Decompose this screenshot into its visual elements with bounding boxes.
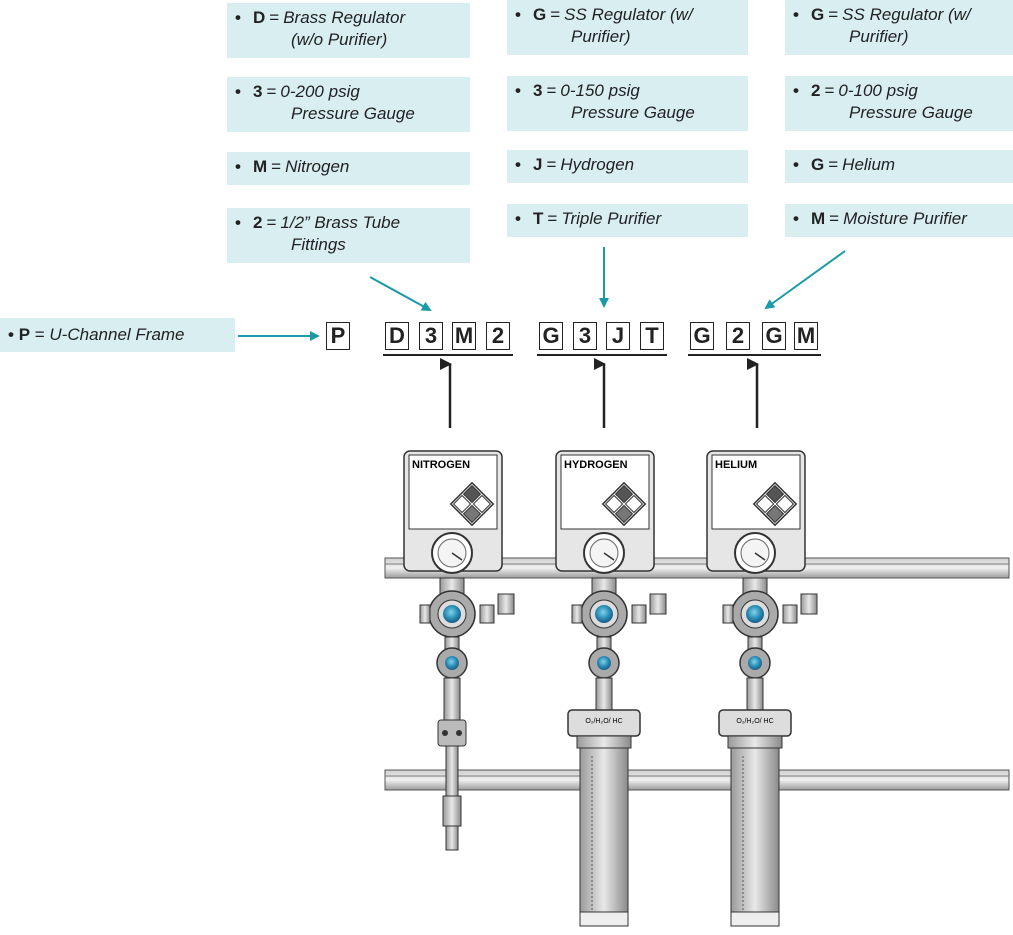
option-code: G — [533, 5, 547, 24]
option-gauge-hydrogen: •3=0-150 psig Pressure Gauge — [507, 76, 748, 131]
option-text: 0-150 psig — [560, 81, 640, 100]
code-underline-hydrogen — [537, 354, 667, 356]
panel-label-nitrogen: NITROGEN — [412, 459, 470, 471]
purifier-label-helium: O₂/H₂O/ HC — [736, 718, 773, 725]
panel-nitrogen: NITROGEN — [403, 450, 515, 851]
code-box-n4: 2 — [486, 322, 510, 350]
option-text: 0-100 psig — [838, 81, 918, 100]
option-text: 0-200 psig — [280, 82, 360, 101]
option-fittings-nitrogen: •2=1/2” Brass Tube Fittings — [227, 208, 470, 263]
panel-hydrogen: HYDROGEN O₂/H₂O/ HC — [555, 450, 667, 927]
option-text-line2: Purifier) — [849, 27, 909, 46]
code-box-h2: 3 — [573, 322, 597, 350]
panel-helium: HELIUM O₂/H₂O/ HC — [706, 450, 818, 927]
code-box-n1: D — [385, 322, 409, 350]
code-box-he1: G — [690, 322, 714, 350]
code-box-h3: J — [606, 322, 630, 350]
option-code: M — [253, 157, 268, 176]
arrow-helium — [764, 250, 846, 310]
option-text: Brass Regulator — [283, 8, 406, 27]
option-purifier-helium: •M=Moisture Purifier — [785, 204, 1013, 237]
option-purifier-hydrogen: •T=Triple Purifier — [507, 204, 748, 237]
option-code: 2 — [811, 81, 821, 100]
option-regulator-nitrogen: •D=Brass Regulator (w/o Purifier) — [227, 3, 470, 58]
option-text-line2: Purifier) — [571, 27, 631, 46]
option-code: D — [253, 8, 266, 27]
option-text: 1/2” Brass Tube — [280, 213, 401, 232]
option-text-line2: (w/o Purifier) — [291, 30, 388, 49]
code-box-h1: G — [539, 322, 563, 350]
option-gauge-nitrogen: •3=0-200 psig Pressure Gauge — [227, 77, 470, 132]
option-code: J — [533, 155, 543, 174]
bottom-rail — [384, 769, 1010, 791]
option-code: 3 — [253, 82, 263, 101]
option-code: M — [811, 209, 826, 228]
code-box-n2: 3 — [419, 322, 443, 350]
arrow-nitrogen — [369, 276, 432, 311]
option-gauge-helium: •2=0-100 psig Pressure Gauge — [785, 76, 1013, 131]
option-text: Moisture Purifier — [843, 209, 967, 228]
option-gas-nitrogen: •M=Nitrogen — [227, 152, 470, 185]
option-code: T — [533, 209, 544, 228]
code-box-he4: M — [794, 322, 818, 350]
option-text-line2: Pressure Gauge — [291, 104, 415, 123]
frame-code: P — [18, 325, 31, 344]
option-text: Triple Purifier — [561, 209, 662, 228]
option-text-line2: Fittings — [291, 235, 346, 254]
option-text: Nitrogen — [285, 157, 350, 176]
code-underline-nitrogen — [383, 354, 513, 356]
option-text: SS Regulator (w/ — [564, 5, 693, 24]
option-code: 2 — [253, 213, 263, 232]
panel-label-hydrogen: HYDROGEN — [564, 459, 628, 471]
code-box-he2: 2 — [726, 322, 750, 350]
option-gas-hydrogen: •J=Hydrogen — [507, 150, 748, 183]
option-text: SS Regulator (w/ — [842, 5, 971, 24]
code-underline-helium — [688, 354, 821, 356]
purifier-label-hydrogen: O₂/H₂O/ HC — [585, 718, 622, 725]
option-text-line2: Pressure Gauge — [571, 103, 695, 122]
code-box-he3: G — [762, 322, 786, 350]
option-regulator-hydrogen: •G=SS Regulator (w/ Purifier) — [507, 0, 748, 55]
option-text: Helium — [842, 155, 896, 174]
option-regulator-helium: •G=SS Regulator (w/ Purifier) — [785, 0, 1013, 55]
option-gas-helium: •G=Helium — [785, 150, 1013, 183]
option-text-line2: Pressure Gauge — [849, 103, 973, 122]
code-box-n3: M — [452, 322, 476, 350]
option-code: G — [811, 5, 825, 24]
code-box-frame: P — [326, 322, 350, 350]
panel-label-helium: HELIUM — [715, 459, 757, 471]
frame-text: U-Channel Frame — [49, 325, 185, 344]
option-text: Hydrogen — [560, 155, 635, 174]
option-code: 3 — [533, 81, 543, 100]
code-box-h4: T — [640, 322, 664, 350]
option-frame: • P = U-Channel Frame — [0, 318, 235, 352]
option-code: G — [811, 155, 825, 174]
